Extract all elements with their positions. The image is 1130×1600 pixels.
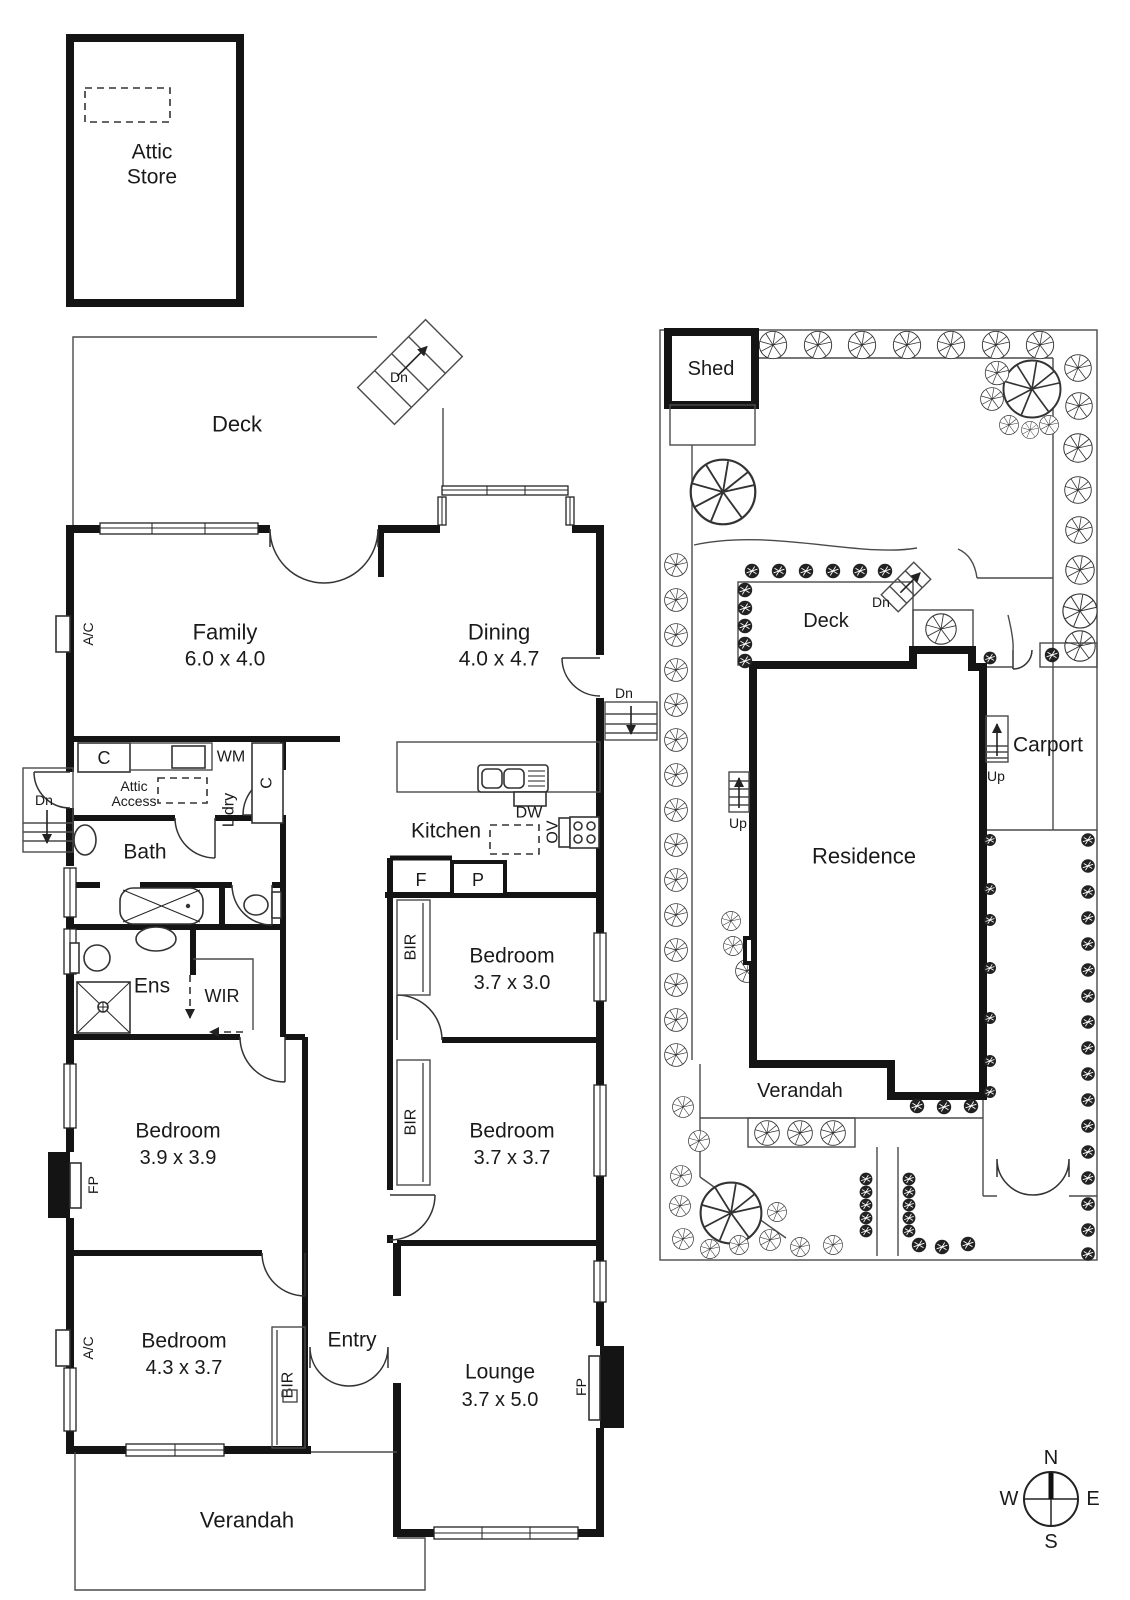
bed4-dims: 4.3 x 3.7 [146,1357,223,1379]
compass-cross [1024,1498,1078,1526]
dining-label: Dining [468,620,530,645]
attic-access-label2: Access [111,793,156,809]
family-label: Family [193,620,258,645]
attic-walls [66,34,244,307]
bed3-dims: 3.7 x 3.7 [474,1147,551,1169]
attic-label-line2: Store [127,166,177,189]
ac1-label: A/C [80,622,96,645]
deck-label: Deck [212,412,263,437]
planter-tree [925,613,957,645]
left-stairs-dn-label: Dn [35,792,53,808]
compass: N E S W [1000,1447,1100,1553]
oven-label: OV [545,820,562,843]
lounge-label: Lounge [465,1361,535,1384]
wir-label: WIR [205,986,240,1006]
built-in-robes: BIR BIR BIR [271,899,431,1449]
site-deck-label: Deck [803,610,850,632]
kitchen-stairs-dn-label: Dn [615,685,633,701]
lounge-dims: 3.7 x 5.0 [462,1389,539,1411]
ac-units: A/C A/C [55,615,96,1367]
fp2-label: FP [573,1378,589,1396]
carport-label: Carport [1013,734,1083,757]
dining-dims: 4.0 x 4.7 [459,648,540,671]
cupboard-label: C [98,748,111,768]
compass-w: W [1000,1488,1019,1510]
site-deck-dn-label: Dn [872,594,890,610]
ensuite-fixtures: Ens WIR [69,926,254,1037]
up-label-2: Up [987,768,1005,784]
washing-machine-label: WM [217,749,245,766]
attic-access-label1: Attic [120,778,147,794]
fp1-label: FP [85,1176,101,1194]
pantry-label: P [472,870,484,890]
cupboard2-label: C [259,777,276,789]
kitchen-fixtures: Kitchen DW OV F P [396,741,601,897]
exterior-walls [66,525,604,1537]
laundry-label: L'dry [221,793,238,827]
shed-label: Shed [688,358,735,380]
fireplaces: FP FP [48,1152,624,1428]
deck-stairs [356,318,464,426]
driveway-gates [996,1158,1070,1196]
site-plan: Shed Deck Dn Residence [659,328,1098,1262]
bir3-label: BIR [280,1372,297,1399]
deck-outline [72,336,444,529]
ensuite-label: Ens [134,975,170,998]
deck-area: Dn Deck [72,318,464,529]
left-exterior-stairs: Dn [22,767,74,853]
compass-n: N [1044,1447,1058,1469]
attic-store-plan: Attic Store [66,34,244,307]
entry-label: Entry [327,1329,377,1352]
family-dims: 6.0 x 4.0 [185,648,266,671]
planter-box2 [1039,642,1098,668]
bed2-dims: 3.9 x 3.9 [140,1147,217,1169]
fridge-label: F [416,870,427,890]
site-boundary [659,329,1098,1261]
bir2-label: BIR [403,1109,420,1136]
deck-stairs-dn-label: Dn [390,369,408,385]
compass-e: E [1086,1488,1099,1510]
bath-fixtures: Bath [73,824,282,925]
up-label-1: Up [729,815,747,831]
laundry-fixtures: C WM C Attic Access L'dry [77,742,284,827]
site-verandah-label: Verandah [757,1080,843,1102]
kitchen-label: Kitchen [411,820,481,843]
verandah-left: Verandah [74,1389,426,1591]
bir1-label: BIR [403,934,420,961]
kitchen-exterior-stairs: Dn [604,685,658,741]
compass-s: S [1044,1531,1057,1553]
bath-label: Bath [123,841,166,864]
side-gate [1012,649,1033,670]
residence-up-stairs: Up [728,771,750,831]
bed4-label: Bedroom [141,1330,226,1353]
bed1-label: Bedroom [469,945,554,968]
verandah-label: Verandah [200,1508,294,1533]
dishwasher-label: DW [516,805,544,822]
ac2-label: A/C [80,1336,96,1359]
carport-up-stairs: Up [985,715,1009,784]
attic-label-line1: Attic [132,141,173,164]
bed3-label: Bedroom [469,1120,554,1143]
shed: Shed [664,328,759,446]
residence-label: Residence [812,844,916,869]
attic-hatch-opening [84,87,171,123]
room-labels: Family 6.0 x 4.0 Dining 4.0 x 4.7 Bedroo… [135,620,554,1412]
bed1-dims: 3.7 x 3.0 [474,972,551,994]
residence: Residence [743,646,987,1100]
bed2-label: Bedroom [135,1120,220,1143]
main-floor-plan: Dn Deck [22,318,658,1591]
garden-bed [747,1117,856,1148]
